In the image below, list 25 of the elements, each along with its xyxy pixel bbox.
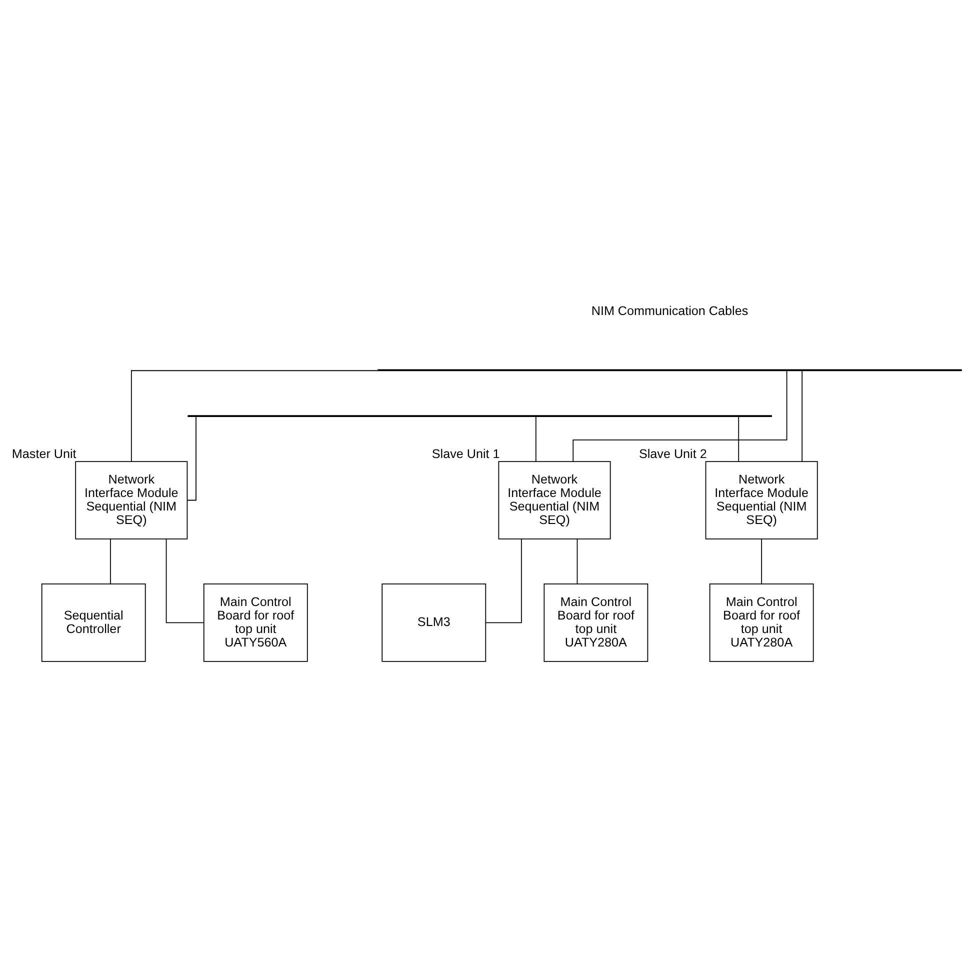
- connector: [738, 416, 740, 462]
- node-box: Network Interface Module Sequential (NIM SEQ): [498, 460, 611, 539]
- connector: [186, 416, 196, 500]
- node-label: Master Unit: [12, 446, 76, 461]
- node-box: Network Interface Module Sequential (NIM SEQ): [75, 460, 188, 539]
- connector: [110, 538, 111, 584]
- label: NIM Communication Cables: [591, 303, 748, 318]
- node-bar: [378, 368, 962, 371]
- node-bar: [188, 414, 772, 416]
- connector: [166, 538, 204, 623]
- node-label: Slave Unit 2: [638, 446, 707, 461]
- connector: [576, 538, 578, 584]
- node-box: Network Interface Module Sequential (NIM SEQ): [705, 460, 818, 539]
- node-box: Sequential Controller: [41, 583, 146, 662]
- connector: [802, 370, 803, 462]
- node-box: Main Control Board for roof top unit UATY560A: [203, 583, 308, 662]
- node-box: Main Control Board for roof top unit UATY280A: [544, 583, 648, 662]
- node-label: Slave Unit 1: [432, 446, 500, 461]
- node-box: Main Control Board for roof top unit UATY280A: [709, 583, 814, 662]
- connector: [485, 538, 522, 623]
- connector: [572, 370, 788, 462]
- connector: [761, 538, 762, 584]
- connector: [535, 416, 536, 462]
- connector: [130, 370, 378, 462]
- node-box: SLM3: [382, 583, 486, 662]
